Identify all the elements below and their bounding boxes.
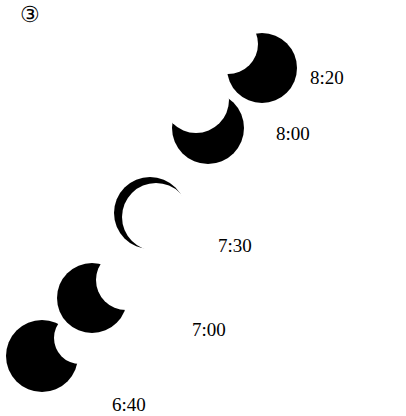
time-label: 8:20 xyxy=(310,68,344,87)
sun-phase xyxy=(172,92,244,164)
sun-phase xyxy=(227,33,297,103)
time-label: 6:40 xyxy=(112,395,146,414)
time-label: 7:00 xyxy=(192,320,226,339)
figure-number: ③ xyxy=(20,4,40,26)
time-label: 8:00 xyxy=(276,124,310,143)
sun-phase xyxy=(57,263,127,333)
time-label: 7:30 xyxy=(218,236,252,255)
sun-phase xyxy=(6,320,78,392)
sun-phase xyxy=(114,177,186,249)
